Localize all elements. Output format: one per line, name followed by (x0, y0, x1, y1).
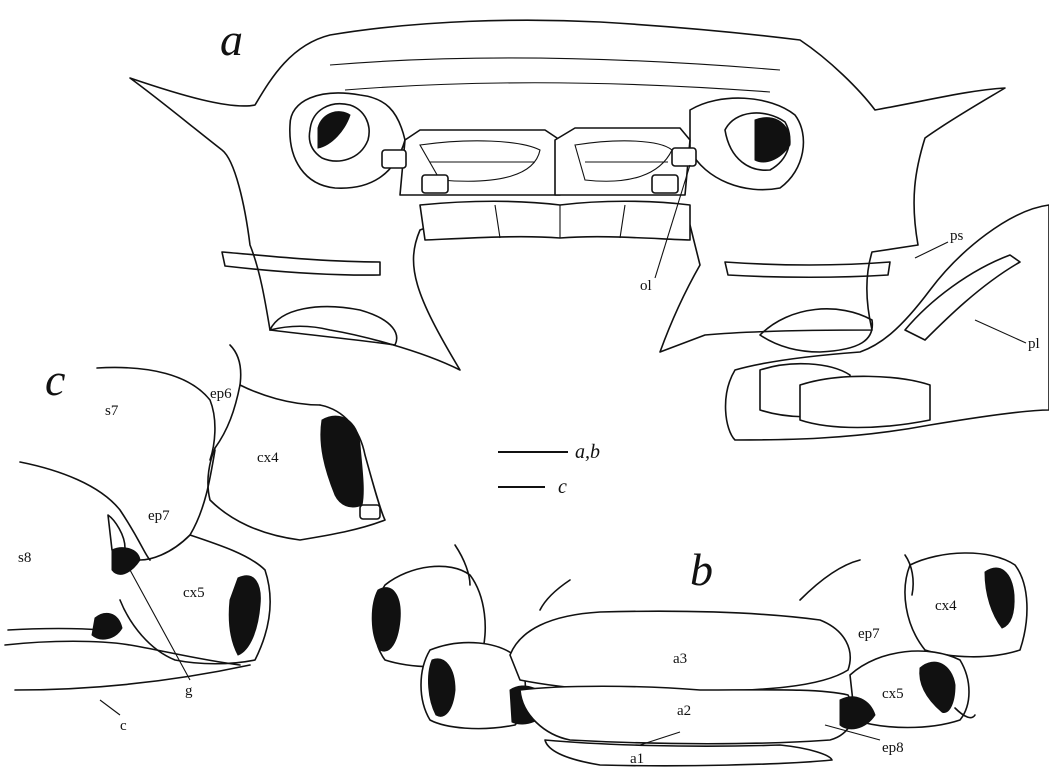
label-ep7-c: ep7 (148, 508, 170, 524)
label-a2: a2 (677, 703, 691, 719)
panel-c-label: c (45, 354, 65, 405)
label-cx5-b: cx5 (882, 686, 904, 702)
scale-label-c: c (558, 476, 567, 498)
label-s8: s8 (18, 550, 31, 566)
label-cx5-c: cx5 (183, 585, 205, 601)
label-ol: ol (640, 278, 652, 294)
label-ep8: ep8 (882, 740, 904, 756)
panel-a-label: a (220, 14, 243, 65)
label-ep7-b: ep7 (858, 626, 880, 642)
label-c: c (120, 718, 127, 734)
label-a1: a1 (630, 751, 644, 767)
panel-a-drawing (130, 20, 1005, 370)
label-s7: s7 (105, 403, 119, 419)
scale-label-ab: a,b (575, 441, 600, 463)
label-cx4-c: cx4 (257, 450, 279, 466)
panel-a-pedicel (726, 205, 1049, 440)
label-g: g (185, 683, 193, 699)
label-cx4-b: cx4 (935, 598, 957, 614)
label-ps: ps (950, 228, 964, 244)
label-pl: pl (1028, 336, 1040, 352)
panel-b-label: b (690, 544, 713, 595)
label-ep6: ep6 (210, 386, 232, 402)
label-a3: a3 (673, 651, 687, 667)
